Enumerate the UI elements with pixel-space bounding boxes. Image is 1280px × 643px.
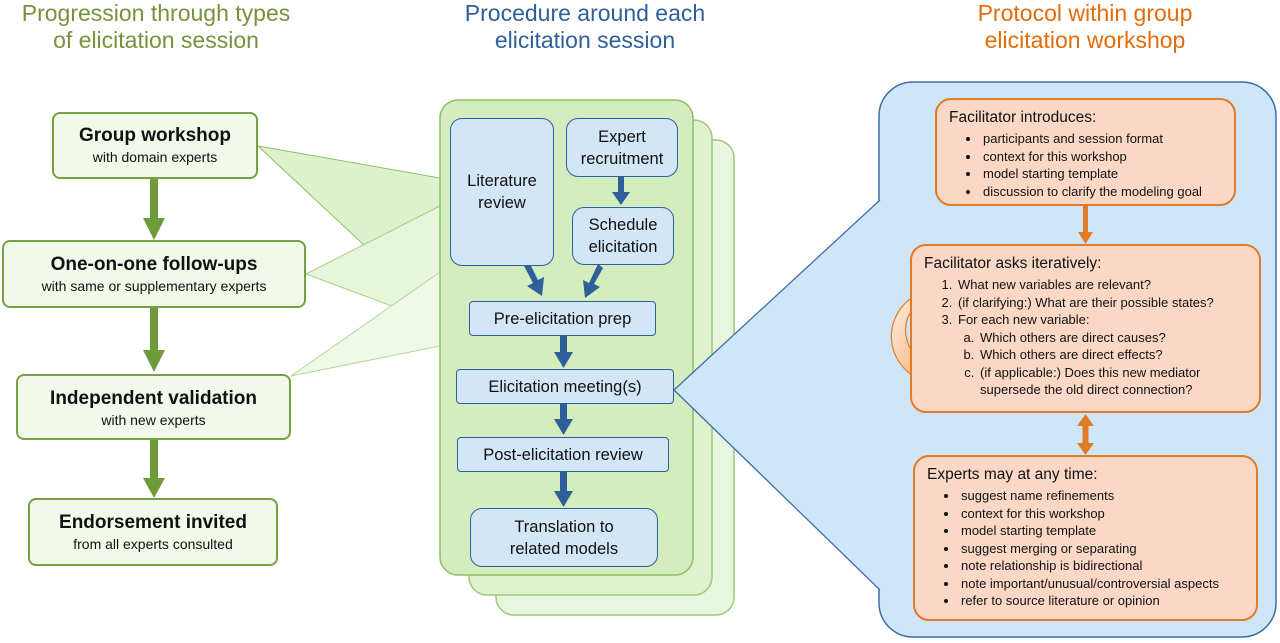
progression-column-title: Progression through types of elicitation… [0,0,312,54]
schedule-elicitation-box: Schedule elicitation [572,207,674,265]
blue-arrow-prep-to-meeting [554,336,573,368]
post-elicitation-review-box: Post-elicitation review [457,437,669,472]
callout-wedge-elicitation-meeting [674,200,880,590]
experts-may-heading: Experts may at any time: [927,466,1098,483]
facilitator-asks-box: Facilitator asks iteratively: What new v… [910,244,1261,413]
follow-ups-box: One-on-one follow-ups with same or suppl… [2,240,306,308]
list-item: suggest name refinements [959,487,1246,505]
blue-arrow-schedule-to-prep [583,264,603,298]
independent-validation-box: Independent validation with new experts [16,374,291,440]
sub-list-item: (if applicable:) Does this new mediator … [978,364,1249,399]
experts-may-box: Experts may at any time: suggest name re… [913,455,1258,621]
translation-box: Translation to related models [470,508,658,567]
facilitator-introduces-heading: Facilitator introduces: [949,109,1097,126]
procedure-arrows [523,176,630,507]
independent-validation-title: Independent validation [50,388,257,409]
progression-title-line2: of elicitation session [53,27,259,53]
expert-recruitment-box: Expert recruitment [566,118,678,177]
pre-elicitation-prep-box: Pre-elicitation prep [469,301,656,336]
protocol-title-line1: Protocol within group [977,0,1193,26]
facilitator-introduces-box: Facilitator introduces: participants and… [935,98,1236,206]
green-arrow-2 [143,308,165,372]
list-item: model starting template [959,522,1246,540]
experts-may-list: suggest name refinements context for thi… [927,487,1246,610]
list-item: suggest merging or separating [959,540,1246,558]
blue-arrow-literature-to-prep [523,260,544,296]
list-item: context for this workshop [981,148,1224,166]
facilitator-asks-sublist: Which others are direct causes? Which ot… [958,329,1249,399]
protocol-column-title: Protocol within group elicitation worksh… [915,0,1255,54]
group-workshop-title: Group workshop [79,125,231,146]
elicitation-meetings-box: Elicitation meeting(s) [456,369,674,404]
endorsement-title: Endorsement invited [59,512,247,533]
callout-wedge-edge-top [673,199,881,391]
follow-ups-subtitle: with same or supplementary experts [41,278,267,294]
blue-arrow-review-to-translation [554,472,573,507]
orange-arrow-down [1078,206,1093,244]
blue-arrow-meeting-to-review [554,404,573,435]
facilitator-asks-list: What new variables are relevant? (if cla… [924,276,1249,399]
facilitator-asks-heading: Facilitator asks iteratively: [924,255,1102,272]
literature-review-box: Literature review [450,118,554,266]
orange-arrow-bidirectional [1077,414,1094,455]
list-item: note important/unusual/controversial asp… [959,575,1246,593]
list-item: What new variables are relevant? [956,276,1249,294]
list-item: participants and session format [981,130,1224,148]
list-item: model starting template [981,165,1224,183]
green-arrow-3 [143,440,165,498]
protocol-arrows [890,206,1094,455]
protocol-title-line2: elicitation workshop [984,27,1186,53]
follow-ups-title: One-on-one follow-ups [50,254,258,275]
blue-arrow-recruitment-to-schedule [612,176,630,205]
callout-wedge-edge-bottom [673,389,881,591]
facilitator-introduces-list: participants and session format context … [949,130,1224,200]
list-item: refer to source literature or opinion [959,592,1246,610]
independent-validation-subtitle: with new experts [101,412,206,428]
procedure-title-line2: elicitation session [494,27,676,53]
list-item: discussion to clarify the modeling goal [981,183,1224,201]
procedure-title-line1: Procedure around each [464,0,706,26]
endorsement-subtitle: from all experts consulted [73,536,233,552]
list-item-label: For each new variable: [958,312,1090,327]
green-arrow-1 [143,178,165,240]
procedure-column-title: Procedure around each elicitation sessio… [420,0,750,54]
list-item: (if clarifying:) What are their possible… [956,294,1249,312]
group-workshop-box: Group workshop with domain experts [52,112,258,179]
list-item: note relationship is bidirectional [959,557,1246,575]
sub-list-item: Which others are direct causes? [978,329,1249,347]
progression-title-line1: Progression through types [21,0,291,26]
list-item: context for this workshop [959,505,1246,523]
list-item: For each new variable: Which others are … [956,311,1249,399]
group-workshop-subtitle: with domain experts [92,149,218,165]
sub-list-item: Which others are direct effects? [978,346,1249,364]
progression-arrows [143,178,165,498]
endorsement-box: Endorsement invited from all experts con… [28,498,278,566]
